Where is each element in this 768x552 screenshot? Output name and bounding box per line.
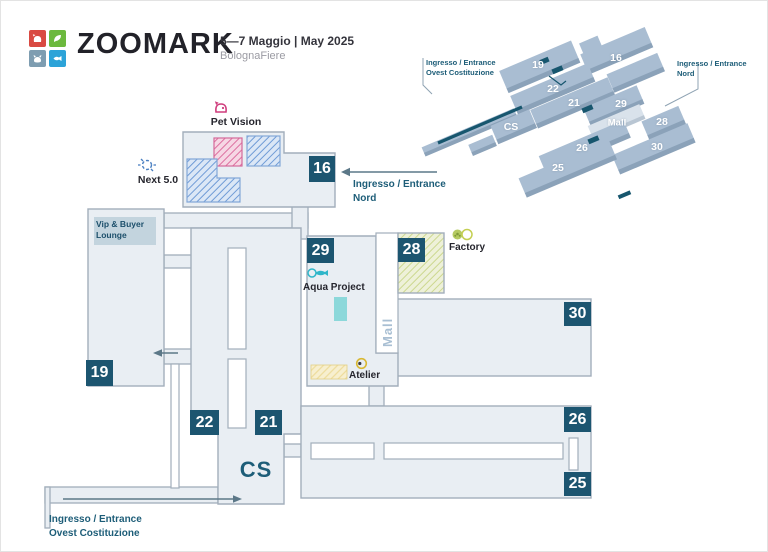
next50-area-left xyxy=(186,158,241,203)
minimap-hall-22: 22 xyxy=(547,83,559,95)
hall-16-badge: 16 xyxy=(309,156,335,182)
cs-area-label: CS xyxy=(239,457,273,482)
minimap-hall-25: 25 xyxy=(552,162,564,174)
fish-icon xyxy=(49,50,66,67)
vip-lounge-box xyxy=(94,217,156,245)
zoomark-logo xyxy=(29,30,66,67)
corridor-cs-26-link xyxy=(283,443,302,458)
entrance-nord-line1: Ingresso / Entrance xyxy=(353,179,446,190)
minimap-leader-left xyxy=(422,58,433,95)
aqua-project-area xyxy=(334,297,347,321)
next50-area-right xyxy=(246,135,281,167)
hall-30-badge: 30 xyxy=(564,302,591,326)
event-dates: 5—7 Maggio | May 2025 xyxy=(220,34,355,48)
minimap-teal-links xyxy=(437,56,632,200)
minimap-mall: Mall xyxy=(607,117,627,129)
hall-25-badge: 25 xyxy=(564,472,591,496)
corridor-19-22-lower xyxy=(163,348,193,365)
minimap-entrance-left-line2: Ovest Costituzione xyxy=(426,68,494,78)
atelier-area xyxy=(310,364,348,380)
minimap-entrance-right-line2: Nord xyxy=(677,69,695,79)
entrance-nord-label: Ingresso / Entrance Nord xyxy=(353,178,446,206)
next50-icon xyxy=(137,156,157,179)
arrow-nord-head xyxy=(341,167,350,177)
cat-icon xyxy=(29,50,46,67)
event-venue: BolognaFiere xyxy=(220,50,286,62)
atelier-icon xyxy=(355,357,368,375)
factory-icon xyxy=(451,228,475,246)
slot-26-25-right xyxy=(383,442,564,460)
corridor-ovest xyxy=(44,486,219,504)
minimap xyxy=(421,27,699,200)
hall-30-shape xyxy=(395,298,592,377)
minimap-entrance-left: Ingresso / Entrance Ovest Costituzione xyxy=(426,58,496,78)
minimap-hall-26: 26 xyxy=(576,142,588,154)
hall-26-badge: 26 xyxy=(564,407,591,432)
slot-22-21-upper xyxy=(227,247,247,350)
corridor-19-22-upper xyxy=(163,254,193,269)
entrance-ovest-line1: Ingresso / Entrance xyxy=(49,514,142,525)
slot-22-21-lower xyxy=(227,358,247,429)
next50-label: Next 5.0 xyxy=(137,174,179,186)
atelier-label: Atelier xyxy=(349,370,381,381)
minimap-entrance-right-line1: Ingresso / Entrance xyxy=(677,59,747,68)
minimap-hall-30: 30 xyxy=(651,141,663,153)
hall-19-badge: 19 xyxy=(86,360,113,386)
factory-label: Factory xyxy=(449,242,486,253)
minimap-hall-21: 21 xyxy=(568,97,580,109)
minimap-hall-19: 19 xyxy=(532,59,544,71)
entrance-ovest-line2: Ovest Costituzione xyxy=(49,528,140,539)
hall-21-badge: 21 xyxy=(255,410,282,435)
pet-vision-icon xyxy=(213,99,230,120)
minimap-entrance-left-line1: Ingresso / Entrance xyxy=(426,58,496,67)
arrow-ovest-head xyxy=(233,495,242,503)
hall-28-badge: 28 xyxy=(398,238,425,262)
minimap-cs: CS xyxy=(503,121,519,133)
dog-icon xyxy=(29,30,46,47)
pet-vision-label: Pet Vision xyxy=(210,116,262,128)
minimap-leader-right xyxy=(664,62,699,107)
vip-buyer-lounge-label: Vip & Buyer Lounge xyxy=(96,219,145,240)
slot-26-25-left xyxy=(310,442,375,460)
aqua-project-label: Aqua Project xyxy=(303,282,365,293)
minimap-hall-29: 29 xyxy=(615,98,627,110)
slot-26-25-east xyxy=(568,437,579,471)
aqua-project-icon xyxy=(307,266,329,285)
hall-29-badge: 29 xyxy=(307,238,334,263)
brand-wordmark: ZOOMARK xyxy=(77,28,234,60)
minimap-hall-28: 28 xyxy=(656,116,668,128)
minimap-hall-16: 16 xyxy=(610,52,622,64)
arrow-west-head xyxy=(153,349,162,357)
minimap-entrance-right: Ingresso / Entrance Nord xyxy=(677,59,747,79)
bird-icon xyxy=(49,30,66,47)
mall-corridor-label: Mall xyxy=(380,317,395,347)
entrance-nord-line2: Nord xyxy=(353,193,377,204)
pet-vision-area xyxy=(213,137,243,167)
entrance-ovest-label: Ingresso / Entrance Ovest Costituzione xyxy=(49,513,142,541)
corridor-mall-26-link xyxy=(368,384,385,407)
hall-22-badge: 22 xyxy=(190,410,219,435)
minimap-blocks xyxy=(421,27,696,198)
corridor-north xyxy=(163,212,309,229)
corridor-vertical-west xyxy=(170,363,180,489)
corridor-ovest-stub xyxy=(44,486,51,529)
